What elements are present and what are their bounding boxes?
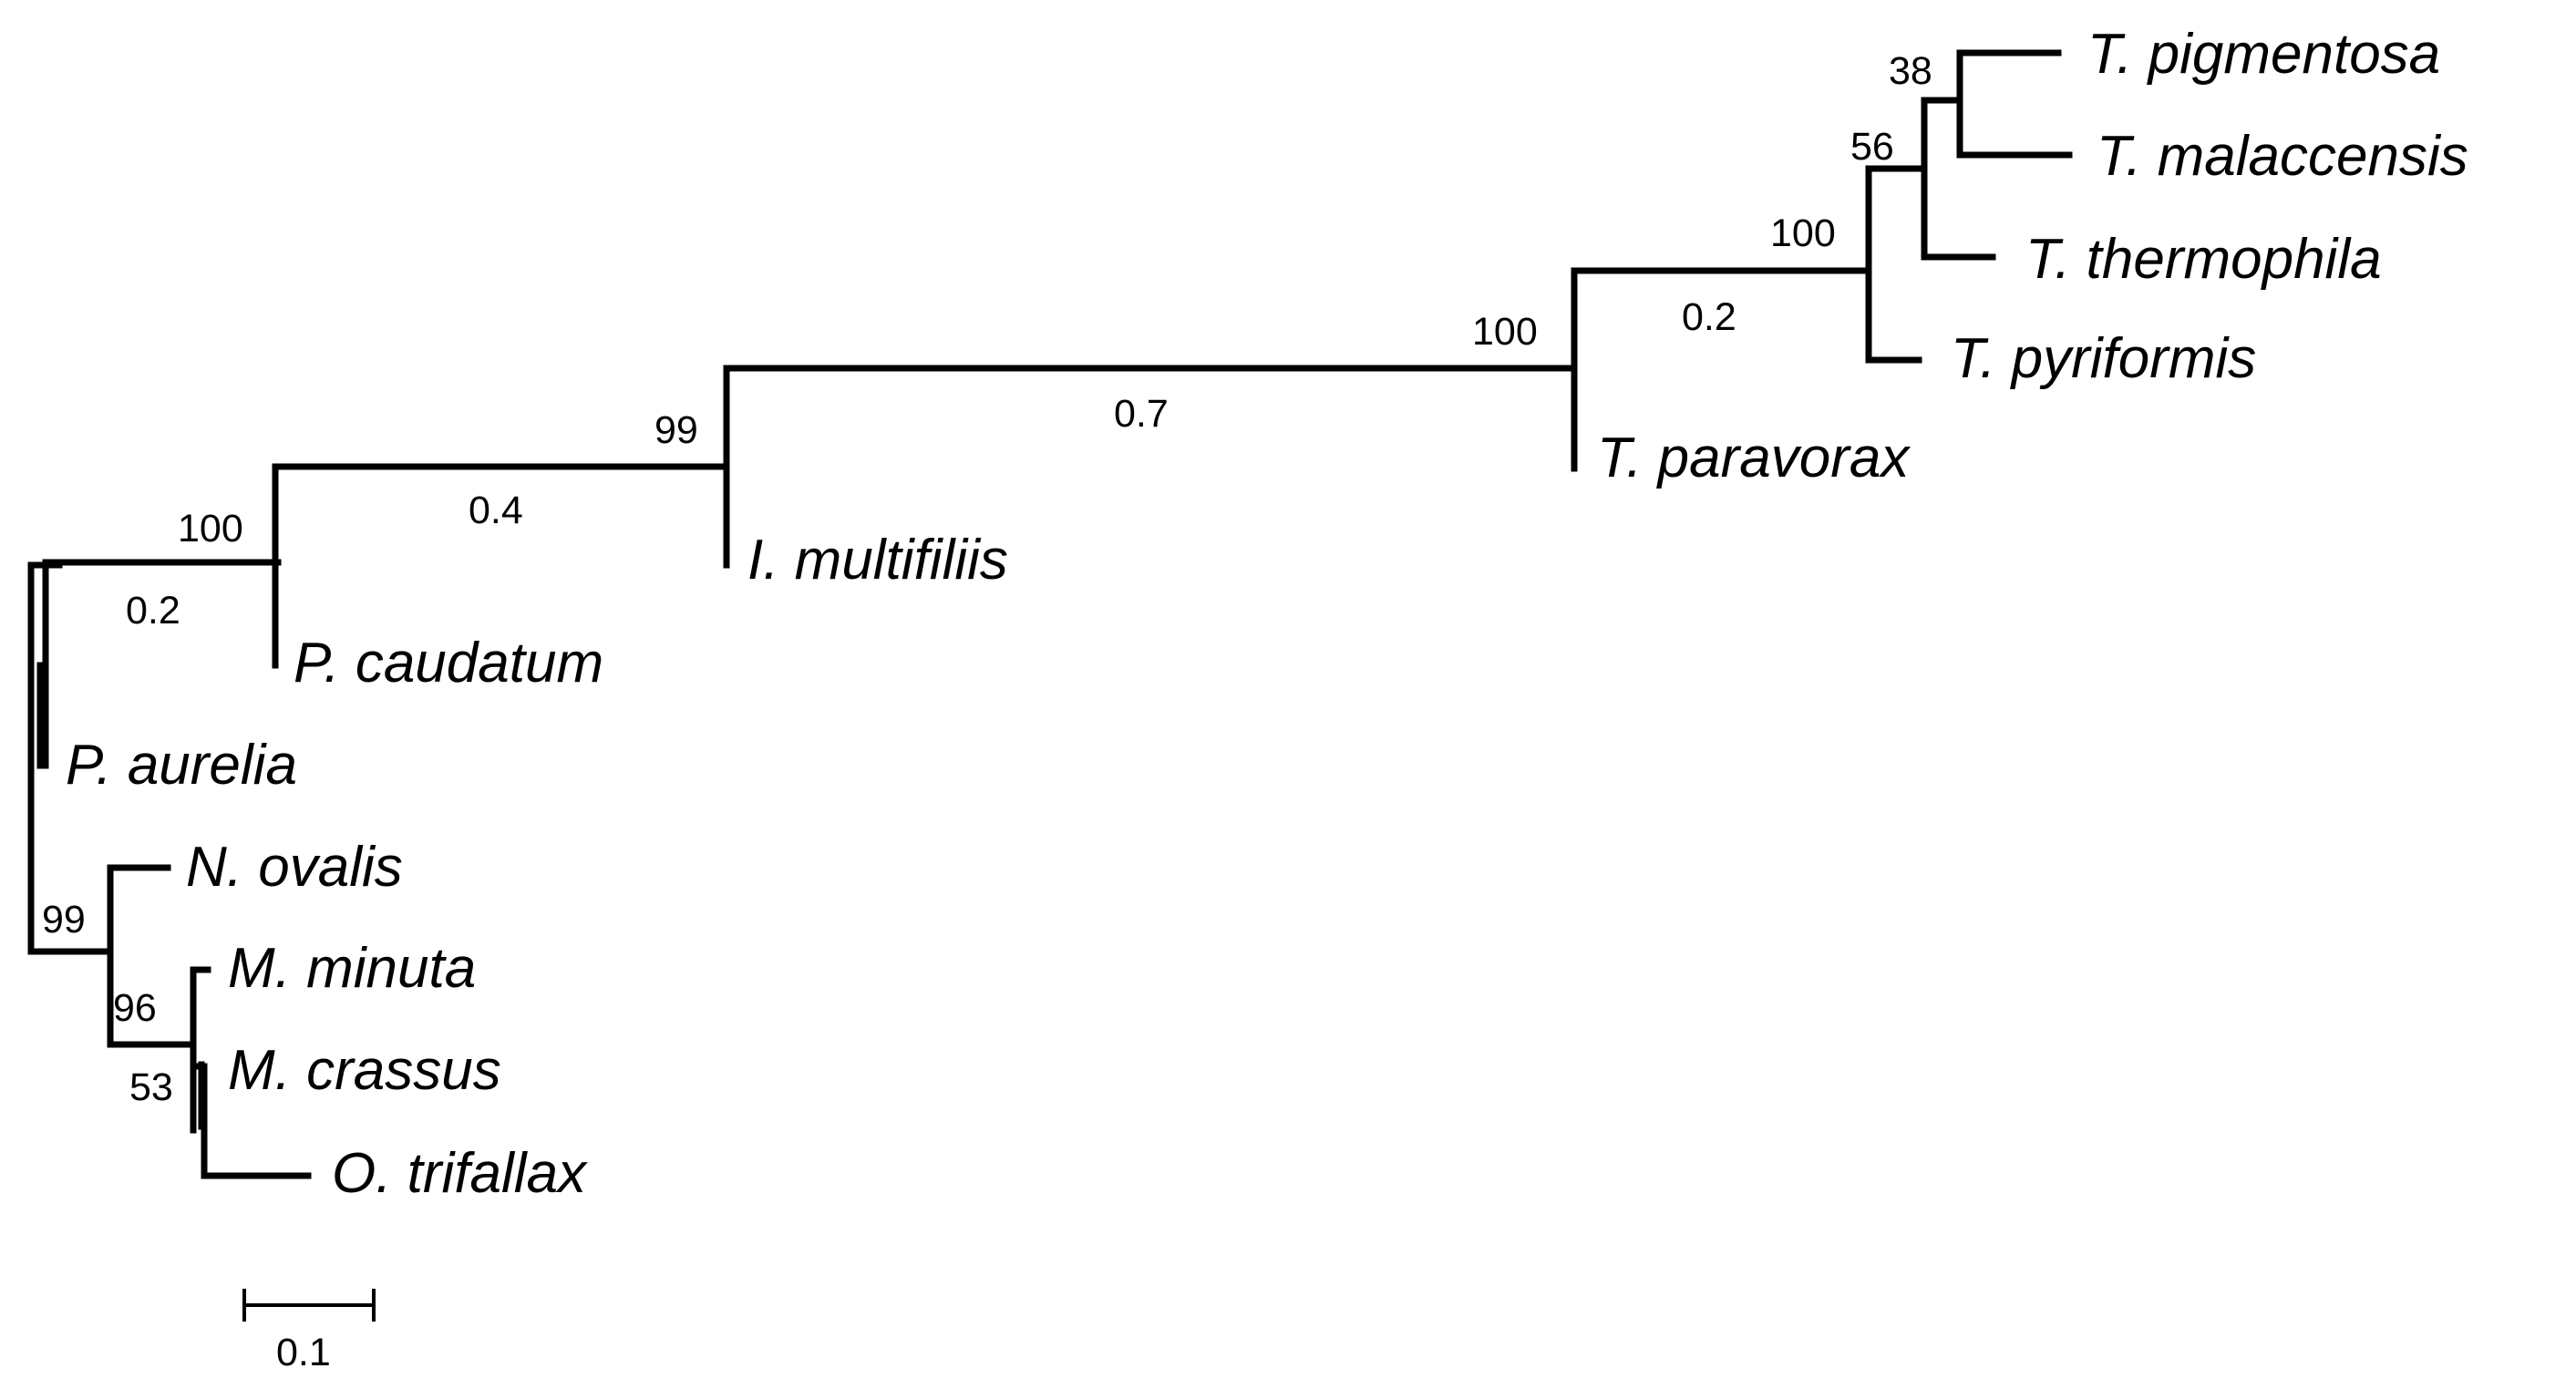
branch-node-G	[1956, 49, 2073, 159]
taxon-label: T. pigmentosa	[2087, 23, 2440, 86]
branch-node-H	[27, 864, 171, 1048]
support-value: 56	[1850, 125, 1894, 169]
scale-bar-line	[242, 1289, 376, 1322]
taxon-label: O. trifallax	[332, 1142, 588, 1205]
taxon-label: T. thermophila	[2025, 228, 2382, 291]
branch-node-I	[107, 966, 211, 1134]
taxon-label: P. aurelia	[66, 734, 297, 797]
taxon-labels: T. pigmentosa T. malaccensis T. thermoph…	[66, 23, 2468, 1205]
support-value: 99	[42, 898, 86, 941]
support-value: 53	[129, 1065, 173, 1109]
scale-bar: 0.1	[242, 1289, 376, 1374]
branch-length-label: 0.7	[1114, 392, 1169, 436]
taxon-label: T. paravorax	[1597, 427, 1911, 489]
branch-node-J	[190, 1061, 312, 1179]
branch-length-labels: 0.2 0.7 0.4 0.2	[126, 295, 1736, 633]
taxon-label: M. minuta	[228, 937, 476, 1000]
branch-to-p-aurelia	[36, 662, 49, 767]
branch-node-E	[1865, 165, 1922, 364]
support-value: 99	[654, 408, 698, 452]
branch-length-label: 0.2	[126, 589, 180, 633]
taxon-label: I. multifiliis	[747, 529, 1008, 592]
support-value: 96	[113, 986, 157, 1030]
support-value: 100	[1472, 310, 1538, 354]
support-value: 100	[1770, 211, 1836, 255]
taxon-label: N. ovalis	[186, 836, 403, 899]
branch-length-label: 0.2	[1682, 295, 1736, 339]
taxon-label: P. caudatum	[294, 632, 603, 694]
scale-bar-label: 0.1	[276, 1331, 331, 1374]
taxon-label: M. crassus	[228, 1039, 501, 1102]
tree-branches	[27, 49, 2073, 1179]
taxon-label: T. pyriformis	[1951, 327, 2256, 390]
branch-node-F	[1921, 97, 1996, 261]
support-value: 38	[1889, 49, 1932, 93]
support-value: 100	[178, 507, 243, 550]
support-values: 38 56 100 100 99 100 99 96 53	[42, 49, 1932, 1109]
branch-length-label: 0.4	[469, 489, 523, 532]
taxon-label: T. malaccensis	[2097, 125, 2468, 188]
